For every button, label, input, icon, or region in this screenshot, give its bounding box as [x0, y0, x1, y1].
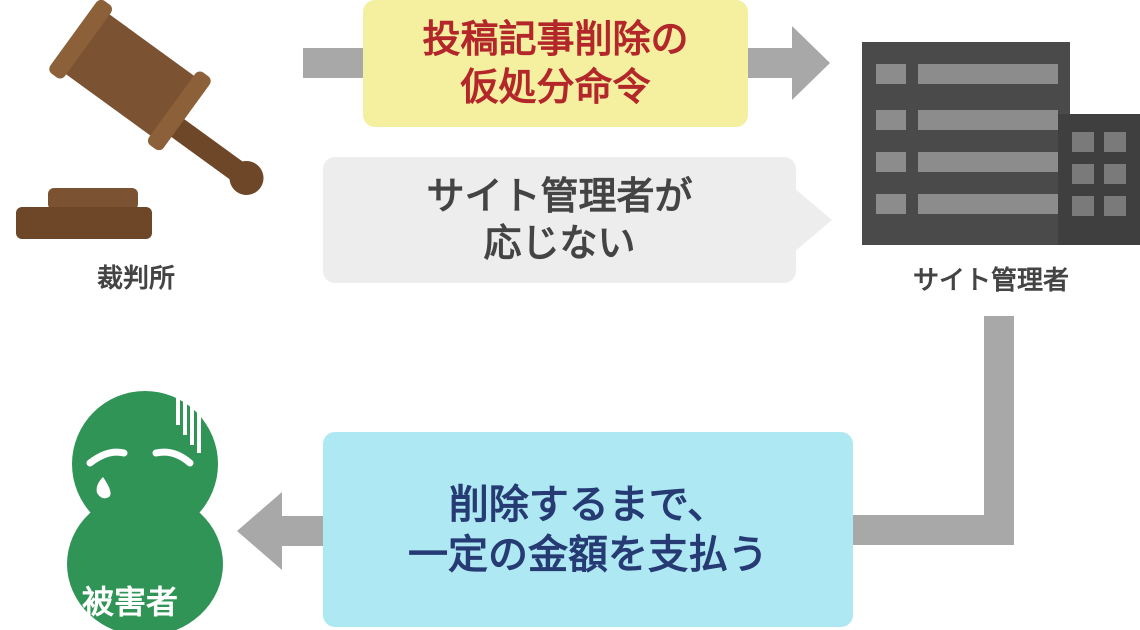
- crying-person-icon: [67, 391, 223, 630]
- order-line-1: 投稿記事削除の: [422, 17, 689, 61]
- payment-line-2: 一定の金額を支払う: [408, 531, 768, 578]
- order-line-2: 仮処分命令: [460, 64, 651, 109]
- refusal-bubble: サイト管理者が 応じない: [323, 157, 796, 283]
- payment-line-1: 削除するまで、: [448, 481, 728, 528]
- arrow-head-right-icon: [792, 26, 830, 100]
- gavel-icon: [16, 0, 264, 239]
- arrow-shaft-bottom: [280, 516, 323, 546]
- court-label: 裁判所: [97, 264, 176, 294]
- building-icon: [862, 42, 1140, 245]
- arrow-shaft-right: [748, 48, 794, 78]
- refusal-line-2: 応じない: [483, 221, 636, 265]
- arrow-shaft-left: [303, 48, 363, 78]
- elbow-connector: [853, 316, 1014, 545]
- arrow-head-left-icon: [237, 492, 282, 570]
- payment-box: 削除するまで、 一定の金額を支払う: [323, 432, 853, 627]
- victim-label: 被害者: [82, 583, 179, 621]
- bubble-pointer: [794, 188, 832, 252]
- refusal-line-1: サイト管理者が: [426, 173, 693, 218]
- provisional-order-box: 投稿記事削除の 仮処分命令: [363, 0, 748, 127]
- admin-label: サイト管理者: [913, 266, 1070, 296]
